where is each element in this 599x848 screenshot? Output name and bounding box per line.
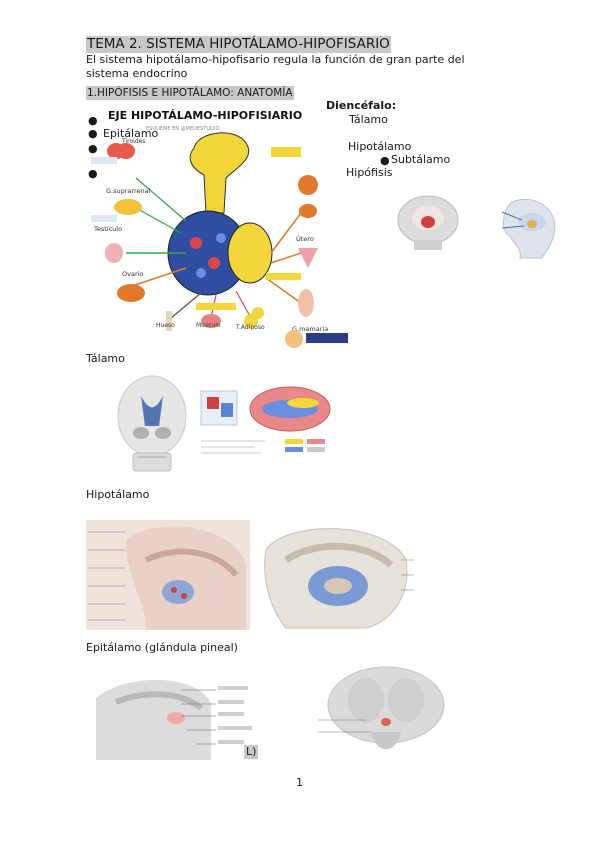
poster-organ-label: Hueso [156,322,175,329]
bullet-icon: ● [88,114,98,127]
hipotalamo-sagittal-figure-2 [256,520,416,630]
poster-organ-label: Tiroides [121,138,145,145]
hipotalamo-sagittal-figure-1 [86,520,250,630]
page-title: TEMA 2. SISTEMA HIPOTÁLAMO-HIPOFISARIO [86,36,391,53]
poster-organ-label: Testículo [93,225,122,233]
diencefalo-heading: Diencéfalo: [326,99,397,112]
caption-hipotalamo: Hipotálamo [86,488,150,501]
intro-paragraph: El sistema hipotálamo-hipofisario regula… [86,53,465,80]
bullet-icon: ● [380,154,390,167]
poster-organ-label: G.mamaria [292,325,328,333]
axis-diagram-figure: EJE HIPOTÁLAMO-HIPOFISIARIO ESQUEME EN @… [86,103,352,349]
poster-organ-label: Útero [296,234,314,243]
page-number: 1 [296,776,303,789]
epitalamo-dorsal-figure [316,660,456,760]
section-heading: 1.HIPÓFISIS E HIPOTÁLAMO: ANATOMÍA [86,86,294,100]
epitalamo-sagittal-figure [86,668,260,760]
bullet-icon: ● [88,167,98,180]
poster-title: EJE HIPOTÁLAMO-HIPOFISIARIO [108,109,302,122]
skull-talamo-figure [115,371,189,479]
skull-hypothalamus-figure [380,190,488,262]
bullet-icon: ● [88,142,98,155]
head-profile-figure [492,192,564,264]
caption-talamo: Tálamo [86,352,125,365]
diencefalo-item-talamo: Tálamo [349,113,388,126]
stray-label: L) [244,745,259,759]
diencefalo-item-hipofisis: Hipófisis [346,166,393,179]
diencefalo-item-hipotalamo: Hipotálamo [348,140,412,153]
poster-organ-label: G.suprarrenal [106,187,151,195]
poster-subtitle: ESQUEME EN @MEDESTUDIO_ [146,126,222,132]
avatar [285,330,303,348]
poster-organ-label: T.Adiposo [235,324,265,331]
diencefalo-item-subtalamo: Subtálamo [391,153,451,166]
bullet-icon: ● [88,127,98,140]
poster-organ-label: Músculo [196,322,221,329]
poster-organ-label: Ovario [122,270,143,278]
caption-epitalamo: Epitálamo (glándula pineal) [86,641,238,654]
diencefalo-item-epitalamo: Epitálamo [103,127,159,140]
talamo-nuclei-figure [195,381,335,466]
